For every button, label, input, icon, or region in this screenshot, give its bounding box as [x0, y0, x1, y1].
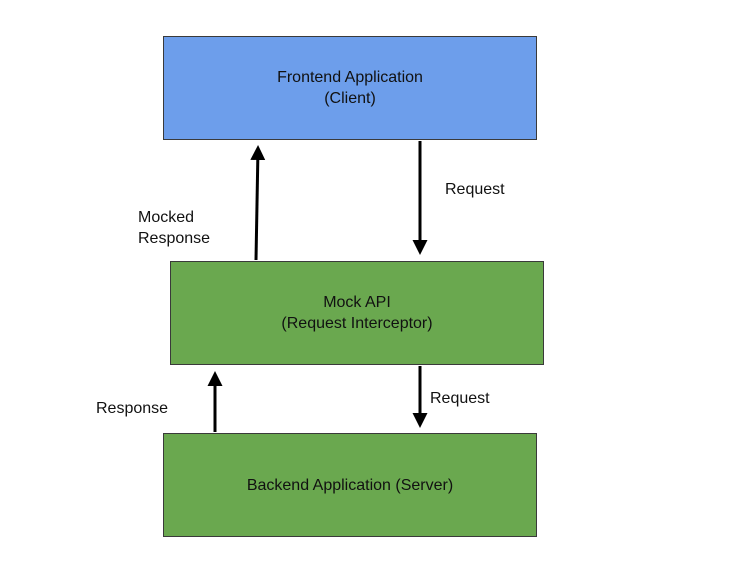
mock-api-subtitle: (Request Interceptor) — [281, 315, 433, 332]
mocked-response-label-line2: Response — [138, 230, 211, 247]
request-to-backend-label: Request — [430, 390, 490, 407]
mock-api-node: Mock API (Request Interceptor) — [170, 261, 544, 365]
mock-api-title: Mock API — [323, 294, 391, 311]
mocked-response-label: Mocked Response — [138, 207, 210, 249]
frontend-application-node: Frontend Application (Client) — [163, 36, 537, 140]
frontend-title: Frontend Application — [277, 69, 423, 86]
backend-application-node: Backend Application (Server) — [163, 433, 537, 537]
arrow-mocked-response — [250, 145, 266, 261]
backend-title: Backend Application (Server) — [246, 476, 454, 494]
mocked-response-label-line1: Mocked — [138, 209, 195, 226]
request-to-mock-label: Request — [445, 181, 505, 198]
response-label: Response — [96, 400, 169, 417]
frontend-subtitle: (Client) — [324, 90, 376, 107]
